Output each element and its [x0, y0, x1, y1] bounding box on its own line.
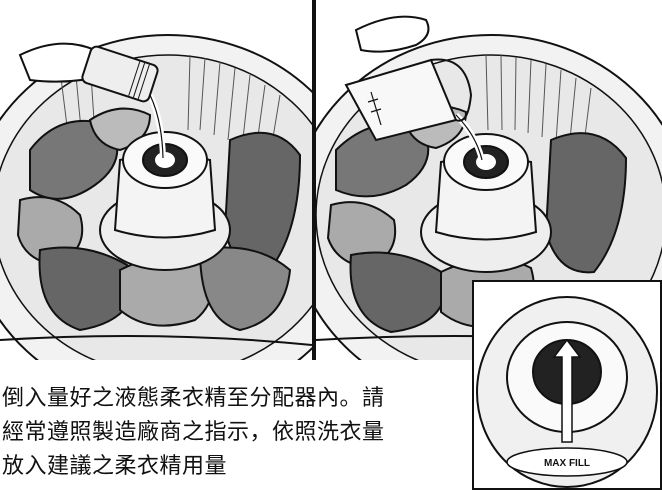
dispenser-max-fill-icon — [476, 296, 658, 488]
max-fill-inset: MAX FILL — [472, 280, 662, 490]
instruction-line-1: 倒入量好之液態柔衣精至分配器內。請 — [2, 386, 385, 411]
illustration-pour-bottle — [0, 0, 312, 360]
instruction-line-3: 放入建議之柔衣精用量 — [2, 454, 228, 479]
pour-bottle-icon — [0, 34, 312, 360]
panel-divider — [312, 0, 316, 360]
instruction-line-2: 經常遵照製造廠商之指示，依照洗衣量 — [2, 420, 385, 445]
instruction-text: 倒入量好之液態柔衣精至分配器內。請 經常遵照製造廠商之指示，依照洗衣量 放入建議… — [2, 382, 470, 484]
max-fill-label: MAX FILL — [543, 458, 591, 469]
